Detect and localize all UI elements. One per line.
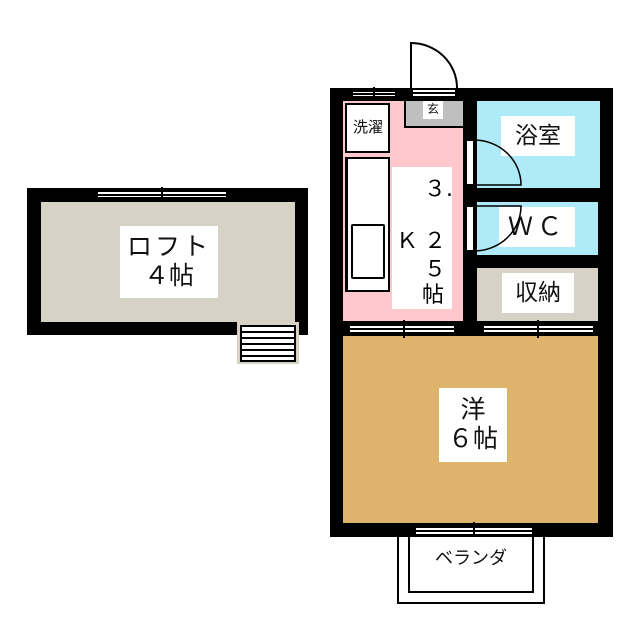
- kitchen-type: Ｋ: [396, 229, 419, 254]
- storage-label: 収納: [502, 273, 574, 313]
- wc-door-opening[interactable]: [466, 206, 474, 251]
- laundry-window-mullion: [373, 87, 375, 101]
- bath-door-opening[interactable]: [466, 140, 474, 185]
- entrance-name: 玄: [426, 102, 439, 117]
- laundry-name: 洗濯: [352, 118, 383, 137]
- loft-window-mullion: [161, 187, 163, 202]
- kitchen-size-line2: ２: [424, 229, 447, 254]
- balcony-label: ベランダ: [418, 545, 524, 573]
- kitchen-label: ３. Ｋ ２ ５ 帖: [392, 167, 453, 309]
- entrance-door-frame: [411, 88, 457, 98]
- wc-door-swing-icon: [473, 205, 522, 252]
- entrance-door-swing-icon: [410, 41, 458, 89]
- bath-name: 浴室: [515, 122, 561, 149]
- loft-label: ロフト ４帖: [120, 226, 218, 298]
- kitchen-sink: [351, 224, 385, 279]
- kitchen-unit: 帖: [422, 283, 445, 308]
- kitchen-lower-window-mullion: [403, 320, 405, 338]
- kitchen-size-line1: ３.: [424, 177, 453, 202]
- western-room-label: 洋 ６帖: [439, 388, 507, 462]
- laundry-label: 洗濯: [349, 116, 387, 140]
- entrance-label: 玄: [423, 101, 443, 119]
- balcony-name: ベランダ: [435, 547, 507, 569]
- kitchen-size-line3: ５: [424, 257, 447, 282]
- storage-name: 収納: [515, 279, 561, 306]
- kitchen-lower-window: [348, 324, 456, 334]
- loft-size: ４帖: [143, 261, 194, 290]
- western-room-size: ６帖: [447, 424, 498, 453]
- western-room-name: 洋: [460, 395, 486, 425]
- loft-name: ロフト: [126, 232, 211, 262]
- storage-lower-window-mullion: [537, 320, 539, 338]
- bath-label: 浴室: [501, 116, 575, 156]
- western-room-window-mullion: [473, 522, 475, 540]
- loft-ladder: [237, 322, 299, 364]
- bath-door-swing-icon: [473, 139, 522, 186]
